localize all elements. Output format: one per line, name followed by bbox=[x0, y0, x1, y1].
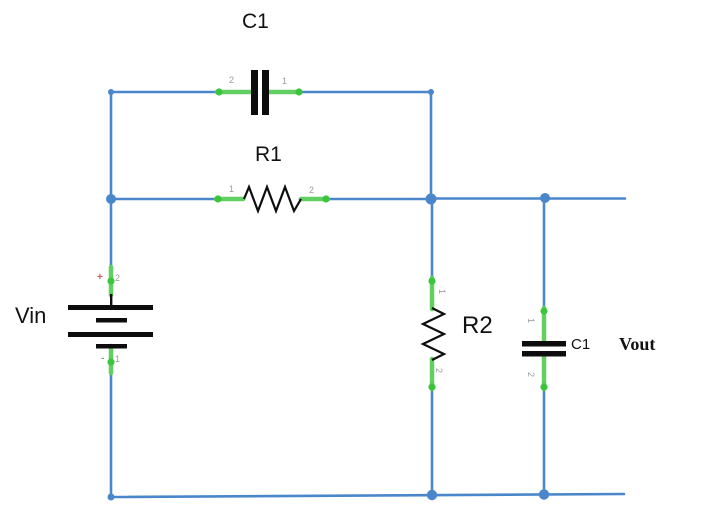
r2-pin1-number: 1 bbox=[437, 288, 448, 295]
c1-out-label[interactable]: C1 bbox=[571, 336, 591, 353]
c1out-plate-bottom bbox=[522, 351, 566, 357]
r2-pin1-dot[interactable] bbox=[428, 277, 436, 285]
junction-dot-r1-right[interactable] bbox=[425, 193, 437, 205]
c1-out-pin1-number: 1 bbox=[526, 317, 537, 324]
r1-resistor-symbol[interactable] bbox=[242, 183, 302, 215]
r1-zigzag bbox=[242, 183, 302, 215]
c1-pin2-dot[interactable] bbox=[215, 88, 223, 96]
vin-bar-short-2 bbox=[96, 344, 127, 349]
vin-pin1-dot[interactable] bbox=[107, 358, 115, 366]
r2-pin2-dot[interactable] bbox=[428, 383, 436, 391]
r1-pin1-number: 1 bbox=[229, 184, 235, 194]
r2-resistor-symbol[interactable] bbox=[420, 307, 447, 361]
c1out-pin2-dot[interactable] bbox=[540, 383, 548, 391]
wire-layer[interactable] bbox=[109, 90, 627, 499]
junction-dot-c1out-bottom[interactable] bbox=[538, 489, 550, 500]
vin-plus-sign: + bbox=[97, 272, 103, 283]
r1-pin1-dot[interactable] bbox=[214, 195, 222, 203]
corner-dot-bottom-left[interactable] bbox=[107, 493, 115, 501]
c1-out-capacitor-symbol[interactable] bbox=[522, 341, 566, 357]
junction-dot-r2-bottom[interactable] bbox=[426, 489, 438, 501]
wire-bottom[interactable] bbox=[109, 492, 626, 499]
c1out-pin1-dot[interactable] bbox=[540, 307, 548, 315]
vin-battery-symbol[interactable] bbox=[68, 294, 153, 349]
vin-bar-long-1 bbox=[68, 305, 153, 310]
corner-dot-top-left[interactable] bbox=[108, 89, 114, 95]
vin-bar-short-1 bbox=[96, 318, 127, 323]
c1-top-capacitor-symbol[interactable] bbox=[251, 70, 269, 115]
vin-pin1-number: 1 bbox=[115, 354, 121, 364]
junction-dot-c1out-top[interactable] bbox=[540, 193, 550, 203]
vin-pin2-number: 2 bbox=[115, 273, 121, 283]
junction-dot-r1-left[interactable] bbox=[106, 194, 116, 204]
vin-stub bbox=[110, 294, 113, 306]
r1-label[interactable]: R1 bbox=[255, 143, 282, 166]
vout-label[interactable]: Vout bbox=[619, 334, 656, 354]
junction-layer bbox=[106, 89, 550, 501]
vin-bar-long-2 bbox=[68, 332, 153, 337]
r1-pin2-dot[interactable] bbox=[322, 195, 330, 203]
c1-plate-right bbox=[262, 70, 269, 115]
r2-label[interactable]: R2 bbox=[462, 312, 493, 339]
vin-pin2-dot[interactable] bbox=[107, 277, 115, 285]
corner-dot-top-right[interactable] bbox=[428, 89, 434, 95]
terminal-layer bbox=[108, 89, 547, 392]
vin-minus-sign: - bbox=[101, 353, 105, 364]
r2-zigzag bbox=[420, 307, 447, 361]
r1-pin2-number: 2 bbox=[309, 185, 315, 195]
c1-out-pin2-number: 2 bbox=[526, 371, 537, 378]
c1-top-pin1-number: 1 bbox=[282, 76, 288, 86]
r2-pin2-number: 2 bbox=[434, 367, 445, 374]
vin-label[interactable]: Vin bbox=[15, 303, 47, 328]
terminal-dot-layer bbox=[107, 88, 548, 391]
c1out-plate-top bbox=[522, 341, 566, 347]
c1-top-label[interactable]: C1 bbox=[242, 10, 269, 33]
c1-plate-left bbox=[251, 70, 258, 115]
c1-top-pin2-number: 2 bbox=[229, 75, 235, 85]
c1-pin1-dot[interactable] bbox=[295, 88, 303, 96]
